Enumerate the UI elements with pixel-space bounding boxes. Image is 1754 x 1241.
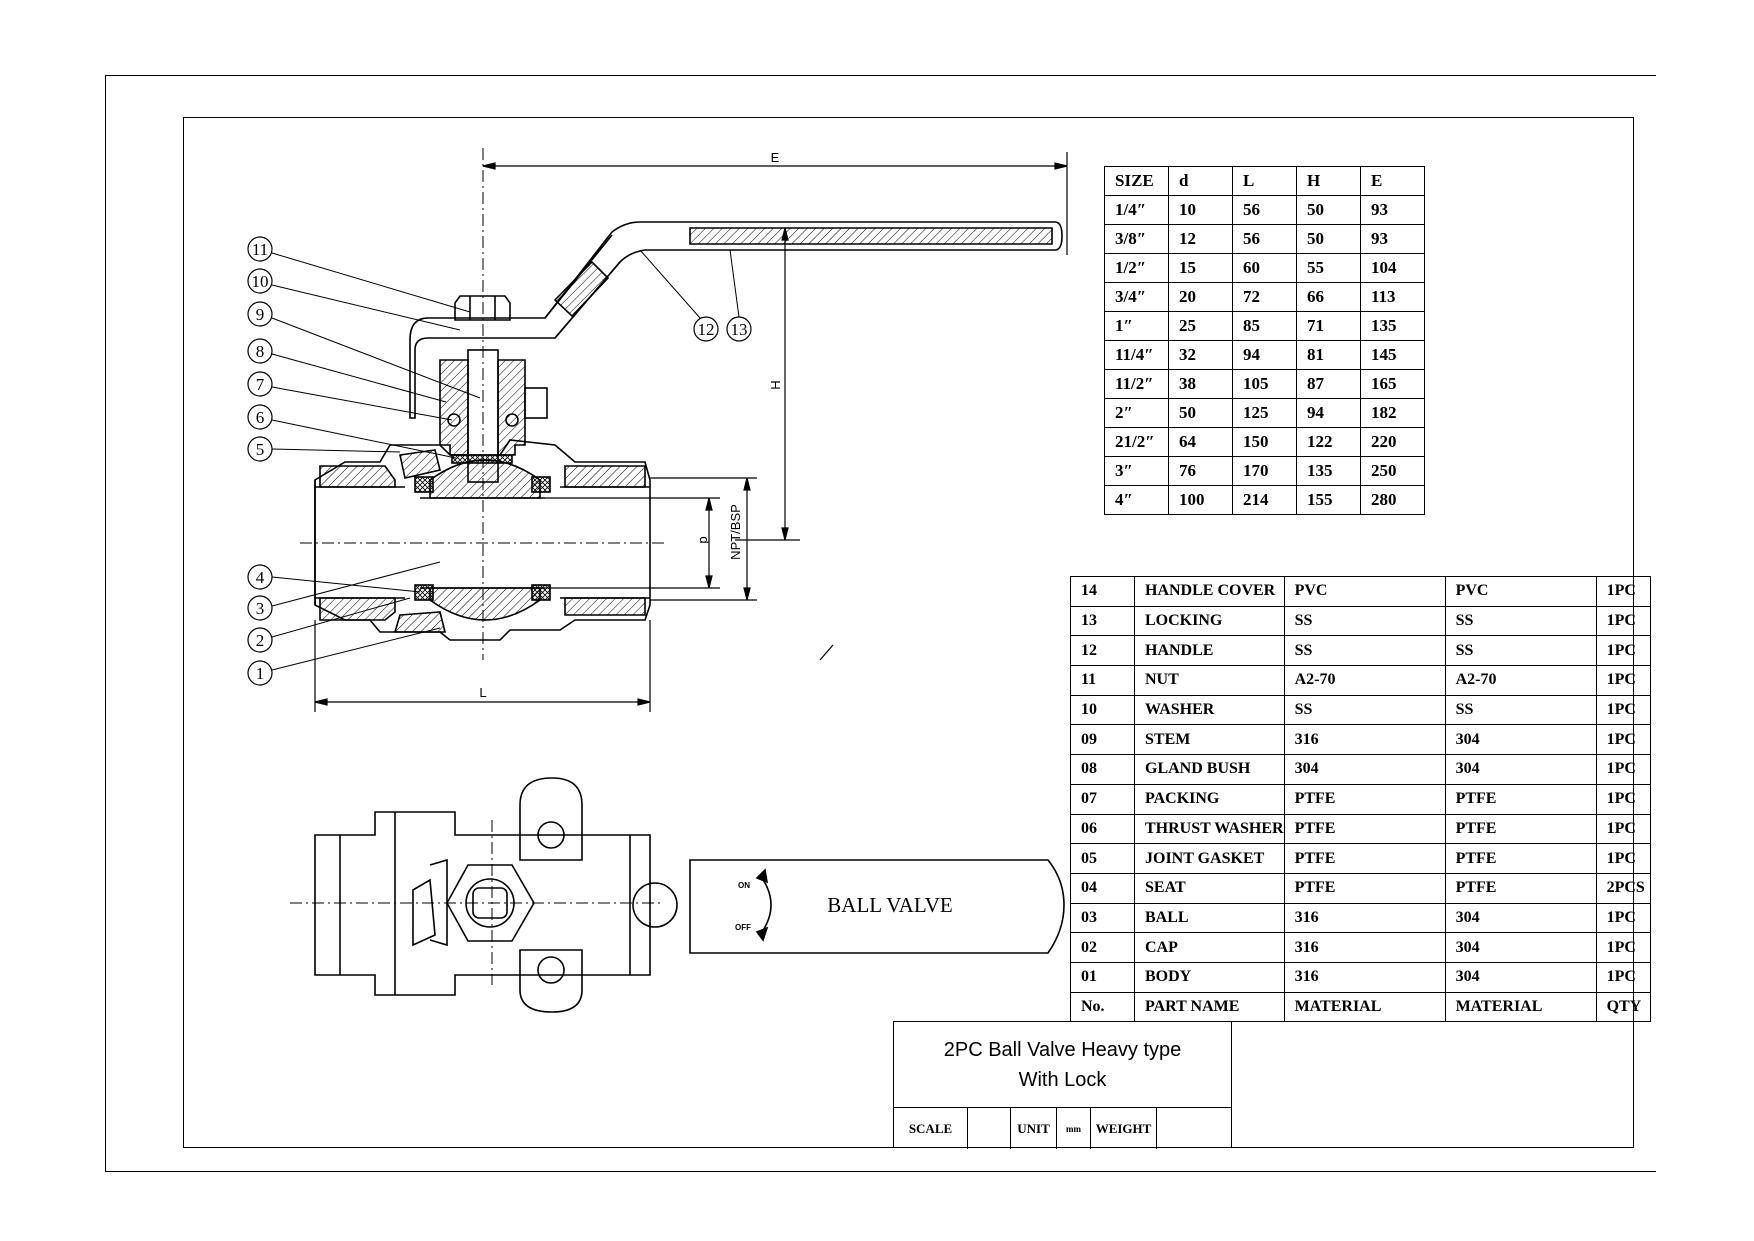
svg-text:13: 13 — [731, 320, 748, 339]
weight-value — [1157, 1108, 1231, 1149]
callout-3: 3 — [247, 561, 441, 621]
svg-text:1: 1 — [256, 664, 265, 683]
svg-text:5: 5 — [256, 440, 265, 459]
dim-label-L: L — [479, 685, 486, 700]
weight-label: WEIGHT — [1091, 1108, 1157, 1149]
off-label: OFF — [735, 923, 751, 932]
callout-9: 9 — [247, 301, 481, 399]
dim-label-H: H — [768, 380, 783, 389]
svg-text:2: 2 — [256, 631, 265, 650]
on-label: ON — [738, 881, 750, 890]
part-callouts: 11 10 9 8 7 6 5 — [247, 236, 752, 686]
callout-4: 4 — [247, 564, 421, 593]
callout-6: 6 — [247, 404, 457, 459]
callout-2: 2 — [247, 597, 411, 653]
callout-8: 8 — [247, 338, 447, 403]
title-line-1: 2PC Ball Valve Heavy type — [943, 1038, 1182, 1061]
callout-7: 7 — [247, 371, 453, 421]
size-table-header: SIZE d L H E — [1104, 166, 1425, 196]
top-view-labels: BALL VALVE ON OFF — [735, 881, 953, 932]
title-line-2: With Lock — [1018, 1068, 1107, 1091]
svg-text:6: 6 — [256, 408, 265, 427]
callout-12: 12 — [639, 249, 719, 342]
unit-label: UNIT — [1011, 1108, 1057, 1149]
top-view — [314, 777, 1065, 1013]
callout-10: 10 — [247, 268, 461, 331]
svg-text:12: 12 — [698, 320, 715, 339]
center-lines — [290, 148, 665, 985]
callout-1: 1 — [247, 627, 441, 686]
title-block-info-row: SCALE UNIT mm WEIGHT — [894, 1108, 1231, 1149]
dimension-lines — [314, 152, 1068, 712]
svg-text:9: 9 — [256, 305, 265, 324]
dim-label-d: d — [697, 536, 712, 543]
svg-text:4: 4 — [256, 568, 265, 587]
svg-text:11: 11 — [252, 240, 268, 259]
thread-label: NPT/BSP — [728, 504, 743, 560]
scale-value — [968, 1108, 1011, 1149]
svg-text:3: 3 — [256, 599, 265, 618]
title-block: 2PC Ball Valve Heavy type With Lock SCAL… — [893, 1021, 1232, 1149]
dim-label-E: E — [771, 150, 780, 165]
callout-11: 11 — [247, 236, 471, 313]
unit-value: mm — [1057, 1108, 1091, 1149]
svg-text:8: 8 — [256, 342, 265, 361]
section-view — [314, 221, 1063, 641]
svg-text:7: 7 — [256, 375, 265, 394]
svg-text:10: 10 — [252, 272, 269, 291]
scale-label: SCALE — [894, 1108, 968, 1149]
handle-label: BALL VALVE — [827, 893, 952, 917]
dimension-labels: E H d NPT/BSP L — [479, 150, 783, 700]
drawing-title: 2PC Ball Valve Heavy type With Lock — [894, 1022, 1231, 1108]
drawing-outer-frame — [105, 75, 1656, 1172]
callout-13: 13 — [726, 249, 752, 342]
callout-5: 5 — [247, 436, 401, 462]
